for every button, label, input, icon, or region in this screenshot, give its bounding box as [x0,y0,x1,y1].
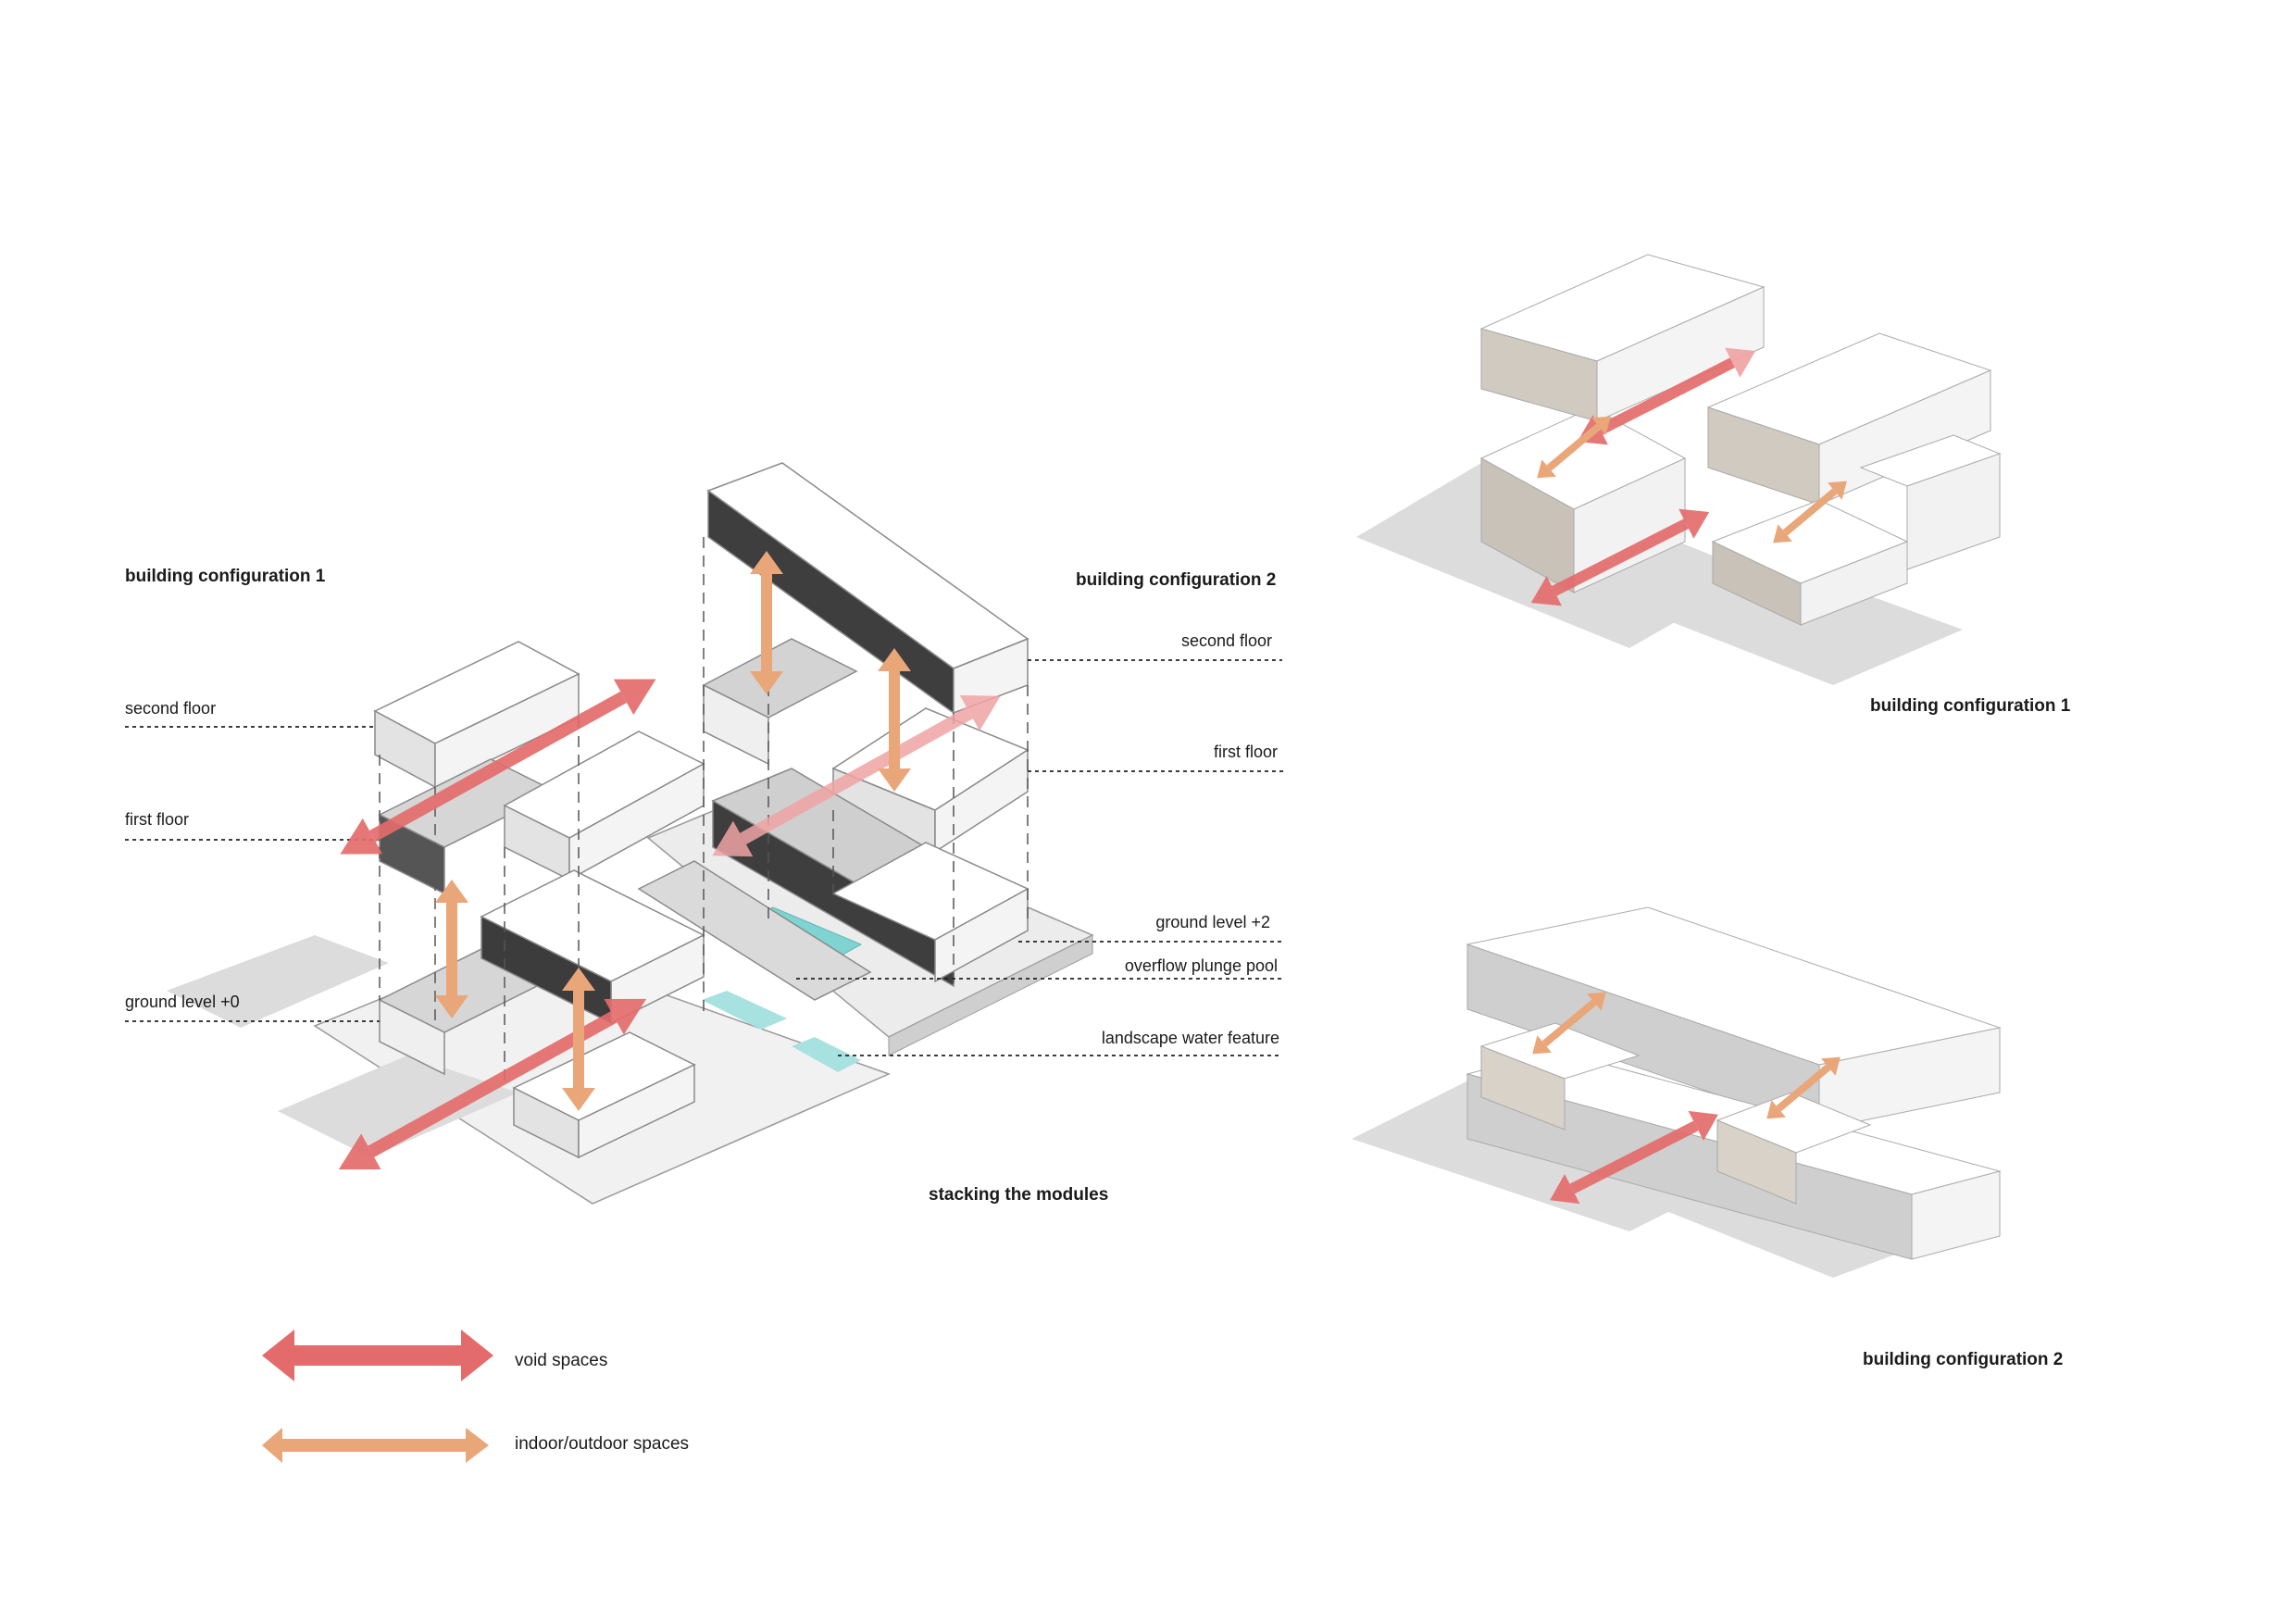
indoor-outdoor-arrows [435,551,911,1111]
void-arrow [1550,1110,1718,1205]
label-ground-level-0: ground level +0 [125,993,240,1011]
indoor-outdoor-arrow [435,880,468,1018]
label-first-floor-right: first floor [1213,743,1278,761]
void-arrow [338,998,647,1170]
ground-shadow [278,1056,518,1157]
indoor-outdoor-arrow [750,551,783,694]
leader-lines [125,659,1287,1056]
indoor-outdoor-arrow [1532,992,1606,1055]
ground-shadow [167,935,389,1028]
void-arrows [338,679,1001,1170]
indoor-outdoor-arrow [1537,416,1611,479]
legend-void-label: void spaces [515,1351,608,1370]
config1-modules [373,641,705,1159]
label-first-floor: first floor [125,810,190,829]
heading-config2-render: building configuration 2 [1863,1350,2064,1369]
label-second-floor: second floor [125,699,217,718]
indoor-outdoor-arrow [878,648,911,792]
water-feature [702,991,787,1030]
label-overflow-pool: overflow plunge pool [1124,956,1278,975]
legend-indoor-outdoor-label: indoor/outdoor spaces [515,1434,690,1454]
water-feature [792,1037,861,1072]
config2-render [1352,906,2002,1278]
config1-render [1356,254,2002,685]
legend-indoor-outdoor-arrow [262,1428,489,1463]
stacking-diagram [125,462,1287,1205]
indoor-outdoor-arrow [1773,481,1847,543]
label-second-floor-right: second floor [1180,631,1272,650]
indoor-outdoor-arrow [1766,1056,1841,1119]
void-arrow [1530,508,1710,606]
void-arrow [712,694,1001,857]
legend-void-arrow [262,1330,493,1381]
indoor-outdoor-arrow [562,968,595,1111]
label-ground-level-2: ground level +2 [1155,913,1270,931]
heading-config1-render: building configuration 1 [1870,696,2071,716]
heading-stacking: stacking the modules [929,1185,1109,1205]
void-arrow [340,679,656,855]
label-water-feature: landscape water feature [1101,1029,1279,1047]
heading-config2: building configuration 2 [1076,570,1277,590]
raised-plate-side [888,934,1093,1056]
heading-config1: building configuration 1 [125,567,326,586]
